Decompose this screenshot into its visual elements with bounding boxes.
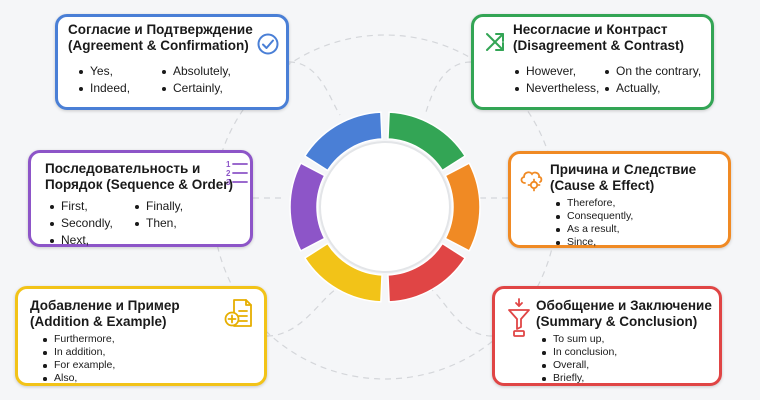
connector-summary: [431, 289, 493, 337]
connector-agreement: [288, 61, 341, 116]
list-item: Absolutely,: [161, 63, 231, 80]
list-item: On the contrary,: [604, 63, 701, 80]
disagreement-card: Несогласие и Контраст (Disagreement & Co…: [471, 14, 714, 110]
cause-title-line1: Причина и Следствие: [550, 162, 697, 177]
agreement-list-col2: Absolutely, Certainly,: [161, 63, 231, 97]
add-document-icon: [224, 299, 252, 327]
cause-card: Причина и Следствие (Cause & Effect) The…: [508, 151, 731, 248]
list-item: However,: [514, 63, 599, 80]
wheel-segment-purple: [289, 162, 326, 252]
summary-card: Обобщение и Заключение (Summary & Conclu…: [492, 286, 722, 386]
list-item: As a result,: [555, 223, 633, 236]
wheel-segment-green: [387, 111, 466, 172]
sequence-title-line1: Последовательность и: [45, 161, 201, 176]
list-item: Since,: [555, 236, 633, 249]
sequence-list-col1: First, Secondly, Next,: [49, 198, 113, 249]
summary-title: Обобщение и Заключение (Summary & Conclu…: [536, 298, 712, 330]
agreement-card: Согласие и Подтверждение (Agreement & Co…: [55, 14, 289, 110]
agreement-title: Согласие и Подтверждение (Agreement & Co…: [68, 22, 253, 54]
list-item: Also,: [42, 372, 115, 385]
list-number-1: 1: [226, 160, 231, 169]
connector-addition: [266, 289, 336, 337]
list-item: Overall,: [541, 359, 617, 372]
cloud-gear-icon: [520, 171, 543, 192]
agreement-title-line1: Согласие и Подтверждение: [68, 22, 253, 37]
list-item: In addition,: [42, 346, 115, 359]
sequence-card: Последовательность и Порядок (Sequence &…: [28, 150, 253, 247]
list-item: Next,: [49, 232, 113, 249]
list-item: First,: [49, 198, 113, 215]
disagreement-title-line2: (Disagreement & Contrast): [513, 38, 685, 53]
check-circle-icon: [257, 33, 279, 55]
wheel-segment-yellow: [304, 242, 383, 303]
list-item: For example,: [42, 359, 115, 372]
wheel-center: [319, 141, 451, 273]
cause-title: Причина и Следствие (Cause & Effect): [550, 162, 696, 194]
summary-title-line2: (Summary & Conclusion): [536, 314, 698, 329]
color-wheel: [289, 111, 481, 303]
disagreement-list-col2: On the contrary, Actually,: [604, 63, 701, 97]
list-item: Therefore,: [555, 197, 633, 210]
agreement-title-line2: (Agreement & Confirmation): [68, 38, 249, 53]
crossing-arrows-icon: [486, 33, 504, 51]
list-item: Furthermore,: [42, 333, 115, 346]
connector-disagreement: [424, 61, 472, 116]
disagreement-title-line1: Несогласие и Контраст: [513, 22, 668, 37]
disagreement-title: Несогласие и Контраст (Disagreement & Co…: [513, 22, 684, 54]
cause-list: Therefore, Consequently, As a result, Si…: [555, 197, 633, 249]
list-item: Certainly,: [161, 80, 231, 97]
disagreement-list-col1: However, Nevertheless,: [514, 63, 599, 97]
summary-list: To sum up, In conclusion, Overall, Brief…: [541, 333, 617, 385]
cause-title-line2: (Cause & Effect): [550, 178, 655, 193]
wheel-segment-red: [387, 242, 466, 303]
list-item: Briefly,: [541, 372, 617, 385]
agreement-list-col1: Yes, Indeed,: [78, 63, 130, 97]
list-item: To sum up,: [541, 333, 617, 346]
addition-list: Furthermore, In addition, For example, A…: [42, 333, 115, 385]
list-item: Indeed,: [78, 80, 130, 97]
list-item: Secondly,: [49, 215, 113, 232]
list-item: Yes,: [78, 63, 130, 80]
list-item: Then,: [134, 215, 183, 232]
numbered-list-icon: 1 2 3: [226, 160, 248, 187]
wheel-segment-orange: [444, 162, 481, 252]
addition-title-line2: (Addition & Example): [30, 314, 167, 329]
list-number-2: 2: [226, 169, 231, 178]
list-item: Actually,: [604, 80, 701, 97]
list-item: In conclusion,: [541, 346, 617, 359]
list-item: Finally,: [134, 198, 183, 215]
list-number-3: 3: [226, 178, 231, 187]
sequence-title: Последовательность и Порядок (Sequence &…: [45, 161, 233, 193]
addition-title-line1: Добавление и Пример: [30, 298, 180, 313]
addition-title: Добавление и Пример (Addition & Example): [30, 298, 180, 330]
sequence-list-col2: Finally, Then,: [134, 198, 183, 232]
summary-title-line1: Обобщение и Заключение: [536, 298, 712, 313]
wheel-segment-blue: [304, 111, 383, 172]
list-item: Nevertheless,: [514, 80, 599, 97]
list-item: Consequently,: [555, 210, 633, 223]
addition-card: Добавление и Пример (Addition & Example)…: [15, 286, 267, 386]
sequence-title-line2: Порядок (Sequence & Order): [45, 177, 233, 192]
funnel-icon: [508, 298, 530, 337]
